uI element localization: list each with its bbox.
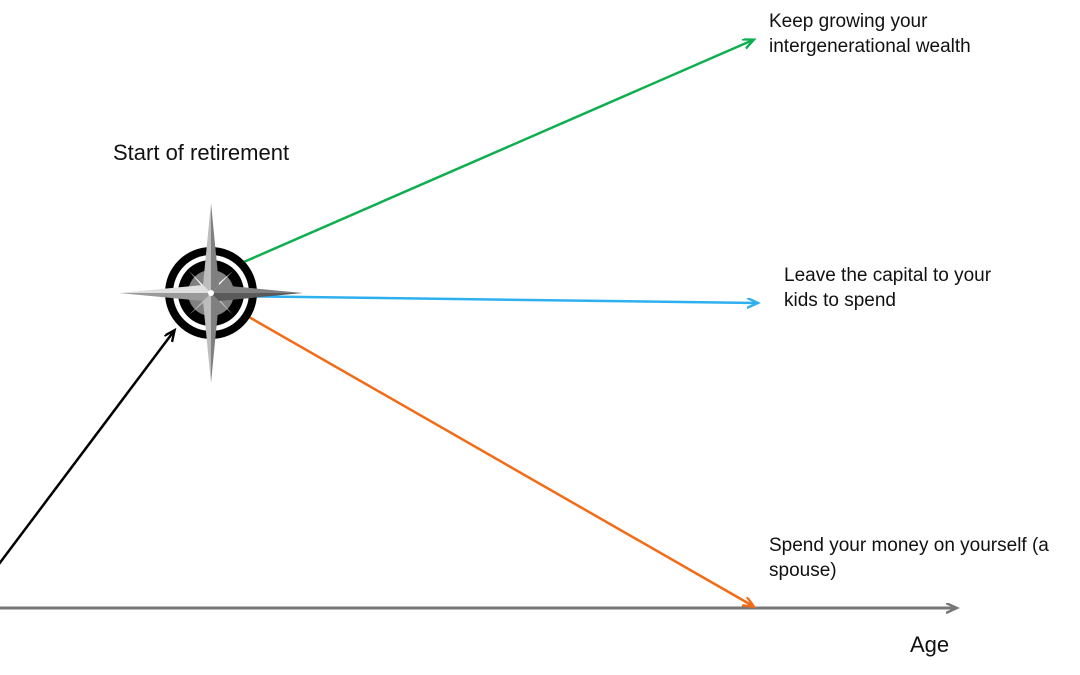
outcome-label-line: Spend your money on yourself (a — [769, 535, 1049, 556]
wealth-growth-arrow — [229, 40, 753, 270]
spend-money-arrow — [227, 303, 753, 606]
outcome-label-line: Keep growing your — [769, 11, 928, 32]
outcome-label-leave-capital: Leave the capital to your kids to spend — [784, 263, 991, 313]
accumulation-arrow — [0, 331, 174, 565]
outcome-label-line: kids to spend — [784, 290, 896, 311]
compass-rose-icon — [119, 203, 303, 383]
outcome-label-line: Leave the capital to your — [784, 265, 992, 286]
age-axis-label: Age — [910, 632, 950, 657]
outcome-label-line: spouse) — [769, 560, 837, 581]
leave-capital-arrow — [227, 294, 757, 303]
outcome-label-grow-wealth: Keep growing your intergenerational weal… — [769, 9, 971, 59]
outcome-label-spend-money: Spend your money on yourself (a spouse) — [769, 533, 1049, 583]
start-of-retirement-label: Start of retirement — [113, 140, 290, 165]
outcome-label-line: intergenerational wealth — [769, 36, 971, 57]
